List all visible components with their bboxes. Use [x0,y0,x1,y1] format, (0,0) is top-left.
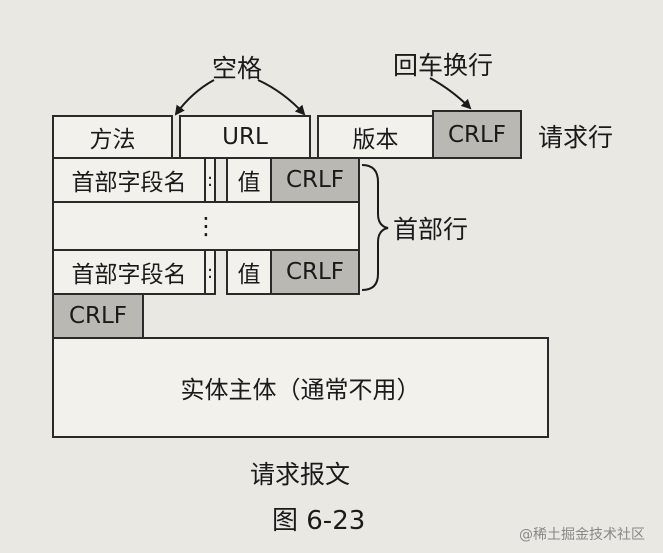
request-line-crlf-cell: CRLF [432,110,522,159]
header-value-cell: 值 [226,157,272,203]
label-request-line: 请求行 [538,123,614,152]
crlf-arrow [429,77,472,110]
header-field-name-cell: 首部字段名 [52,249,206,295]
header-brace [361,164,389,291]
figure-number: 图 6-23 [272,506,366,536]
label-header-lines: 首部行 [393,215,469,244]
entity-body-cell: 实体主体（通常不用） [52,337,549,438]
watermark: @稀土掘金技术社区 [519,527,645,543]
caption: 请求报文 [250,460,351,489]
header-value-cell: 值 [226,249,272,295]
label-crlf-return: 回车换行 [393,51,494,80]
version-cell: 版本 [317,115,434,159]
space-arrow-left [174,79,215,116]
header-crlf-cell: CRLF [270,249,360,295]
header-field-name-cell: 首部字段名 [52,157,206,203]
space-arrow-right [257,79,306,116]
header-crlf-cell: CRLF [270,157,360,203]
label-space: 空格 [212,54,263,83]
